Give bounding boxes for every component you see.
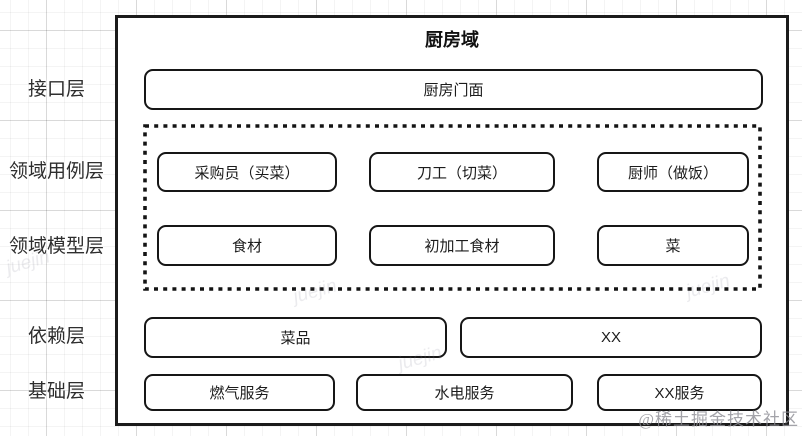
layer-label-dependency: 依赖层: [27, 326, 85, 347]
node-xx-service: XX服务: [597, 374, 762, 411]
layer-label-usecase: 领域用例层: [8, 161, 104, 182]
layer-label-interface: 接口层: [27, 79, 85, 100]
node-gas-service: 燃气服务: [144, 374, 335, 411]
core-domain-dotted-boundary: [143, 124, 762, 291]
node-chef-cook: 厨师（做饭）: [597, 152, 749, 192]
layer-label-model: 领域模型层: [8, 236, 104, 257]
node-dish-items: 菜品: [144, 317, 447, 358]
domain-title: 厨房域: [425, 30, 479, 50]
node-knife-worker-cut: 刀工（切菜）: [369, 152, 555, 192]
node-ingredients: 食材: [157, 225, 337, 266]
node-kitchen-facade: 厨房门面: [144, 69, 763, 110]
node-preprocessed-ingredients: 初加工食材: [369, 225, 555, 266]
node-dish: 菜: [597, 225, 749, 266]
node-purchaser-buy: 采购员（买菜）: [157, 152, 337, 192]
node-xx: XX: [460, 317, 762, 358]
node-water-electric-service: 水电服务: [356, 374, 573, 411]
dotted-border-shape: [143, 124, 762, 291]
layer-label-foundation: 基础层: [27, 381, 85, 402]
